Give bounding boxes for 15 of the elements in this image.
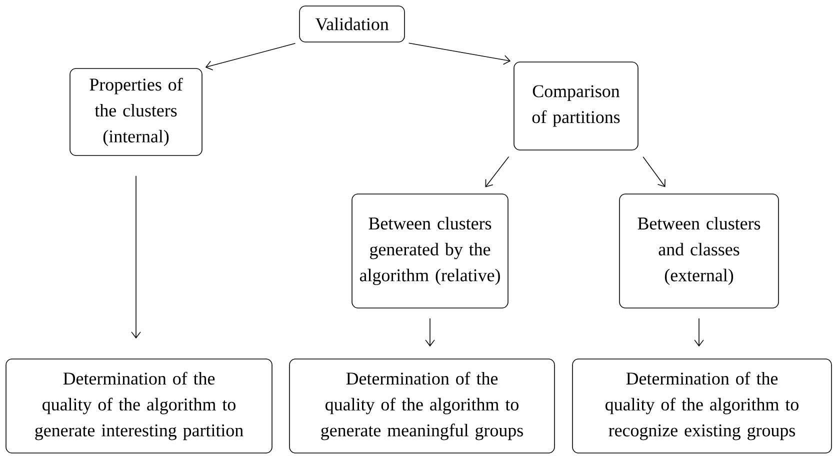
text-box: Properties of the clusters (internal) <box>70 68 202 156</box>
text-box: Determination of the quality of the algorithm to generate meaningful groups <box>289 358 555 454</box>
text-box: Validation <box>299 6 405 42</box>
text-box: Determination of the quality of the algorithm to generate interesting partition <box>6 358 272 454</box>
text-box: Comparison of partitions <box>514 62 638 150</box>
arrow <box>642 156 666 188</box>
text-box: Between clusters generated by the algorithm (relative) <box>352 194 508 308</box>
text-box: Determination of the quality of the algorithm to recognize existing groups <box>572 358 832 454</box>
arrow <box>408 42 511 65</box>
arrow <box>694 318 704 347</box>
arrow <box>205 43 296 70</box>
text-box: Between clusters and classes (external) <box>619 194 779 308</box>
arrow <box>485 156 510 188</box>
arrow <box>425 318 435 347</box>
arrow <box>131 175 141 339</box>
